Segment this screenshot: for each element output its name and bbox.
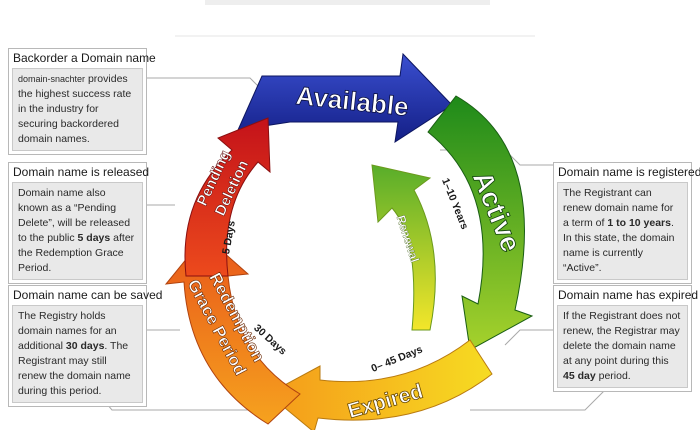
brand-name: domain-snachter xyxy=(18,74,86,84)
arrow-active xyxy=(427,95,534,351)
callout-saved-text2: . The Registrant may still renew the dom… xyxy=(18,340,131,397)
callout-expired-body: If the Registrant does not renew, the Re… xyxy=(557,305,688,388)
callout-expired: Domain name has expired If the Registran… xyxy=(553,285,698,392)
callout-released-bold: 5 days xyxy=(77,232,111,244)
callout-backorder-title: Backorder a Domain name xyxy=(9,49,156,68)
callout-released-text1: Domain name also known as a “Pending Del… xyxy=(18,187,131,244)
callout-saved: Domain name can be saved The Registry ho… xyxy=(8,285,162,407)
callout-registered-text1: The Registrant can renew domain name for… xyxy=(563,187,674,229)
arrow-redemption xyxy=(164,235,301,425)
callout-backorder-text: provides the highest success rate in the… xyxy=(18,73,132,145)
callout-expired-bold: 45 day xyxy=(563,370,596,382)
arrow-pending xyxy=(184,117,271,277)
callout-registered-title: Domain name is registered xyxy=(554,163,700,182)
callout-expired-text1: If the Registrant does not renew, the Re… xyxy=(563,310,681,367)
callout-registered-text2: . In this state, the domain name is curr… xyxy=(563,217,675,274)
callout-released-body: Domain name also known as a “Pending Del… xyxy=(12,182,143,280)
callout-backorder-body: domain-snachter provides the highest suc… xyxy=(12,68,143,151)
callout-released-text2: after the Redemption Grace Period. xyxy=(18,232,135,274)
connector-backorder xyxy=(147,77,271,99)
callout-saved-body: The Registry holds domain names for an a… xyxy=(12,305,143,403)
arrow-expired xyxy=(267,339,493,430)
callout-expired-title: Domain name has expired xyxy=(554,286,698,305)
callout-released: Domain name is released Domain name also… xyxy=(8,162,149,284)
header-divider xyxy=(175,35,535,37)
callout-saved-title: Domain name can be saved xyxy=(9,286,162,305)
callout-released-title: Domain name is released xyxy=(9,163,149,182)
connector-expired xyxy=(504,329,553,346)
connector-expired-bottom xyxy=(470,389,606,411)
connector-lines xyxy=(94,77,606,411)
callout-backorder: Backorder a Domain name domain-snachter … xyxy=(8,48,156,155)
callout-registered-bold: 1 to 10 years xyxy=(607,217,671,229)
callout-registered-body: The Registrant can renew domain name for… xyxy=(557,182,688,280)
header-fade xyxy=(205,0,490,5)
duration-active: 1–10 Years xyxy=(439,177,470,232)
callout-saved-bold: 30 days xyxy=(65,340,105,352)
callout-registered: Domain name is registered The Registrant… xyxy=(553,162,700,284)
callout-saved-text1: The Registry holds domain names for an a… xyxy=(18,310,117,352)
callout-expired-text2: period. xyxy=(595,370,631,382)
duration-pending: 5 Days xyxy=(220,220,238,256)
arrow-renewal xyxy=(371,164,436,331)
